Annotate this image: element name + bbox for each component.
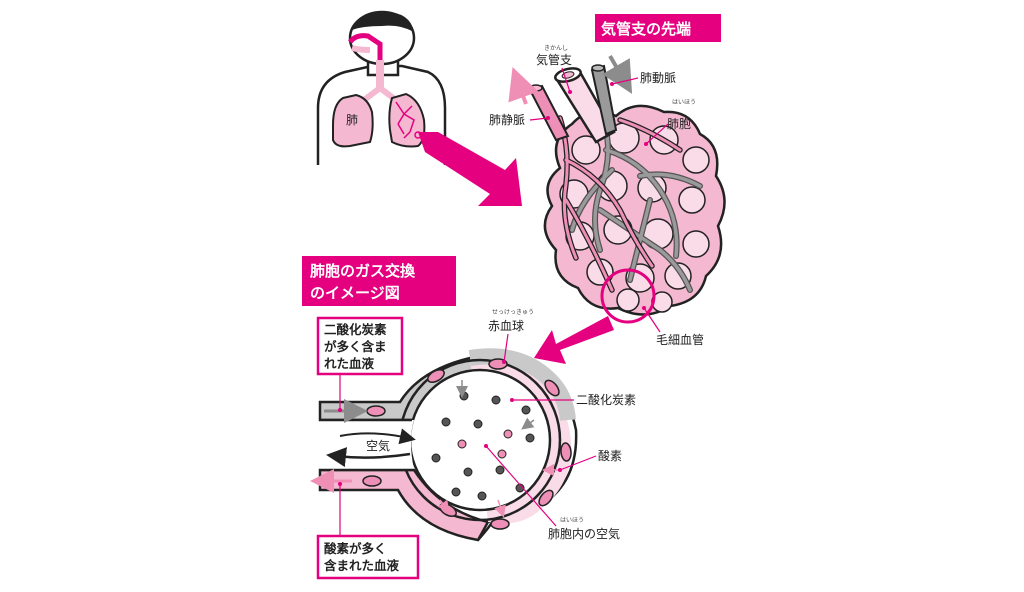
title-box-bronchi-tip: 気管支の先端	[595, 14, 721, 42]
co2-blood-callout: 二酸化炭素 が多く含ま れた血液	[316, 316, 404, 412]
big-pink-arrow-icon	[418, 132, 522, 206]
alveolus-ruby: はいほう	[672, 99, 696, 106]
pulmonary-artery-tube	[590, 54, 633, 136]
oxygen-label: 酸素	[598, 448, 622, 463]
red-blood-cell-ruby: せっけっきゅう	[492, 309, 534, 316]
lung-label: 肺	[346, 113, 358, 127]
human-figure	[316, 10, 447, 165]
svg-text:含まれた血液: 含まれた血液	[323, 558, 400, 573]
svg-text:のイメージ図: のイメージ図	[310, 284, 400, 302]
o2-blood-callout: 酸素が多く 含まれた血液	[316, 482, 420, 580]
svg-text:れた血液: れた血液	[324, 356, 375, 371]
pulmonary-vein-label: 肺静脈	[489, 113, 525, 127]
pulmonary-vein-tube	[508, 66, 570, 142]
left-lung	[332, 93, 374, 148]
svg-text:二酸化炭素: 二酸化炭素	[324, 322, 387, 337]
alveolar-air-ruby: はいほう	[560, 517, 584, 524]
alveoli-cluster	[543, 104, 726, 316]
svg-text:肺胞のガス交換: 肺胞のガス交換	[310, 262, 416, 280]
title-box-gas-exchange: 肺胞のガス交換 のイメージ図	[302, 256, 456, 306]
svg-text:気管支の先端: 気管支の先端	[601, 20, 691, 38]
air-label: 空気	[366, 438, 390, 453]
co2-label: 二酸化炭素	[576, 392, 636, 407]
svg-text:が多く含ま: が多く含ま	[324, 339, 387, 354]
pulmonary-artery-label: 肺動脈	[640, 71, 676, 85]
svg-text:酸素が多く: 酸素が多く	[324, 541, 387, 556]
alveolus-detail	[310, 348, 578, 542]
alveolus-label: 肺胞	[667, 117, 691, 131]
alveolar-air-label: 肺胞内の空気	[548, 526, 620, 541]
bronchus-label: 気管支	[536, 52, 572, 67]
capillary-label: 毛細血管	[656, 332, 704, 347]
bronchus-tube	[554, 67, 616, 144]
big-pink-arrow-icon	[534, 316, 614, 364]
capillary-highlight-circle	[600, 268, 656, 324]
red-blood-cell-label: 赤血球	[488, 319, 524, 333]
bronchus-ruby: きかんし	[544, 45, 568, 52]
